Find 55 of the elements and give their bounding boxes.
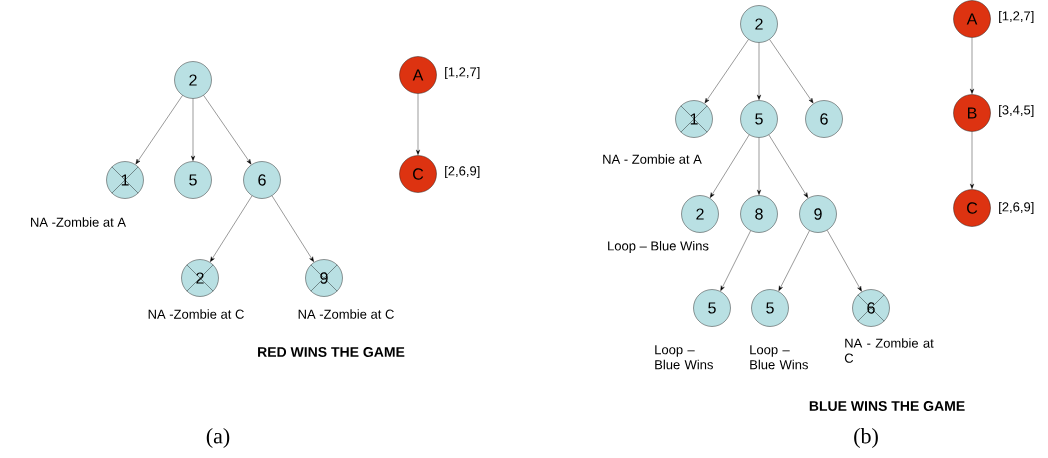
tree-node: 8 xyxy=(740,195,778,233)
state-node: B xyxy=(953,94,991,132)
tree-node: 9 xyxy=(799,195,837,233)
node-caption: Loop – Blue Wins xyxy=(750,345,808,370)
node-caption: NA -Zombie at C xyxy=(148,309,244,319)
node-caption: [1,2,7] xyxy=(999,10,1034,24)
arrow xyxy=(709,134,750,198)
arrow xyxy=(970,37,975,94)
tree-node: 5 xyxy=(174,161,212,199)
arrow xyxy=(827,230,862,292)
crossed-out-node: 9 xyxy=(305,259,343,297)
arrow xyxy=(704,39,749,104)
node-caption: [1,2,7] xyxy=(445,66,480,80)
arrow xyxy=(769,39,814,104)
node-caption: [3,4,5] xyxy=(999,104,1034,118)
tree-node: 5 xyxy=(751,289,789,327)
tree-node: 6 xyxy=(243,161,281,199)
crossed-out-node: 1 xyxy=(106,161,144,199)
arrow xyxy=(778,230,810,292)
node-caption: NA -Zombie at C xyxy=(298,309,394,319)
result-label: BLUE WINS THE GAME xyxy=(809,401,965,411)
arrow xyxy=(210,195,253,262)
arrow xyxy=(191,98,195,161)
node-caption: [2,6,9] xyxy=(999,201,1034,215)
arrow xyxy=(720,230,751,291)
node-caption: Loop – Blue Wins xyxy=(608,240,709,254)
crossed-out-node: 1 xyxy=(675,100,713,138)
crossed-out-node: 6 xyxy=(852,289,890,327)
tree-node: 2 xyxy=(174,61,212,99)
arrow xyxy=(757,42,761,100)
state-node: C xyxy=(399,155,437,193)
arrow xyxy=(203,95,252,165)
node-caption: NA - Zombie at A xyxy=(603,154,702,164)
crossed-out-node: 2 xyxy=(181,259,219,297)
tree-node: 2 xyxy=(740,5,778,43)
tree-node: 6 xyxy=(805,100,843,138)
arrow xyxy=(757,137,761,195)
tree-node: 5 xyxy=(693,289,731,327)
tree-node: 5 xyxy=(740,100,778,138)
state-node: A xyxy=(399,56,437,94)
subfigure-label: (b) xyxy=(854,428,878,448)
result-label: RED WINS THE GAME xyxy=(258,347,405,357)
tree-node: 2 xyxy=(681,195,719,233)
node-caption: NA -Zombie at A xyxy=(31,217,126,227)
state-node: C xyxy=(953,189,991,227)
arrow xyxy=(970,131,975,189)
node-caption: [2,6,9] xyxy=(445,165,480,179)
node-caption: Loop – Blue Wins xyxy=(655,345,713,370)
arrow xyxy=(271,195,314,262)
state-node: A xyxy=(953,0,991,38)
subfigure-label: (a) xyxy=(206,428,230,448)
arrow xyxy=(135,95,183,165)
arrow xyxy=(416,93,420,155)
arrow xyxy=(768,134,809,198)
node-caption: NA - Zombie at C xyxy=(844,338,934,363)
